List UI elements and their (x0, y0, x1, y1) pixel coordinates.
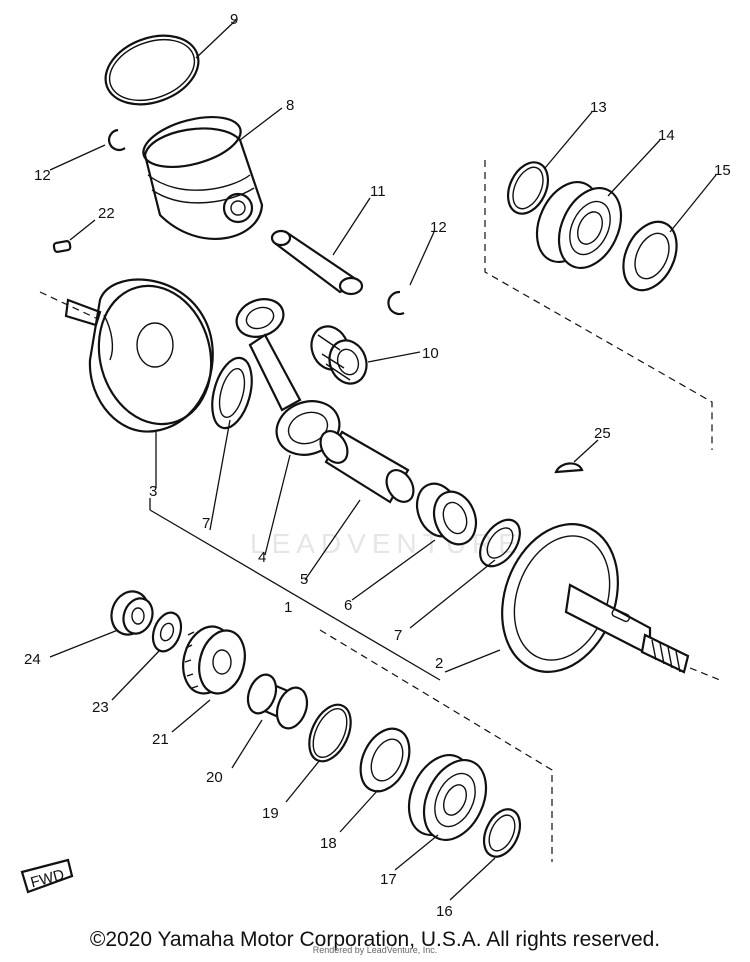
bearing-group-line-top (484, 160, 713, 450)
callout-13: 13 (590, 99, 607, 116)
callout-2: 2 (435, 655, 443, 672)
crank-axis-line (39, 291, 101, 321)
callout-23: 23 (92, 699, 109, 716)
shim-left (482, 808, 522, 858)
callout-4: 4 (258, 549, 266, 566)
crank-right (501, 523, 690, 674)
callout-22: 22 (98, 205, 115, 222)
thrust-washer-left (211, 356, 253, 430)
thrust-washer-right (479, 518, 521, 568)
callout-7-left: 7 (202, 515, 210, 532)
callout-16: 16 (436, 903, 453, 920)
callout-8: 8 (286, 97, 294, 114)
locating-pin (52, 240, 72, 253)
callout-7-right: 7 (394, 627, 402, 644)
rendered-by-note: Rendered by LeadVenture, Inc. (312, 945, 438, 955)
primary-drive-gear (182, 625, 246, 695)
fwd-arrow: FWD (20, 858, 74, 894)
callout-3: 3 (149, 483, 157, 500)
callout-17: 17 (380, 871, 397, 888)
assembly-bracket (149, 509, 441, 681)
oil-seal-right (622, 220, 678, 292)
copyright-footer: ©2020 Yamaha Motor Corporation, U.S.A. A… (89, 928, 661, 951)
callout-24: 24 (24, 651, 41, 668)
main-bearing-right (535, 181, 623, 269)
piston-pin-clip-right (387, 290, 405, 316)
callout-21: 21 (152, 731, 169, 748)
callout-6: 6 (344, 597, 352, 614)
callout-25: 25 (594, 425, 611, 442)
callout-15: 15 (714, 162, 731, 179)
piston-pin-clip (108, 128, 126, 151)
callout-19: 19 (262, 805, 279, 822)
crank-left (64, 278, 214, 433)
callout-5: 5 (300, 571, 308, 588)
callout-20: 20 (206, 769, 223, 786)
callout-1: 1 (284, 599, 292, 616)
small-end-bearing (310, 325, 368, 385)
main-bearing-left (407, 754, 488, 841)
callout-11: 11 (370, 183, 386, 200)
callout-12-right: 12 (430, 219, 447, 236)
callout-12-left: 12 (34, 167, 51, 184)
crank-pin (319, 430, 415, 504)
connecting-rod (235, 298, 341, 456)
piston-ring (104, 34, 200, 106)
callout-10: 10 (422, 345, 439, 362)
callout-14: 14 (658, 127, 675, 144)
callout-18: 18 (320, 835, 337, 852)
oil-seal-left (359, 727, 411, 793)
shim (506, 161, 550, 215)
nut (110, 590, 154, 636)
o-ring (308, 703, 352, 763)
woodruff-key (554, 462, 584, 474)
bearing-group-line-bottom (319, 629, 553, 862)
piston-pin (270, 229, 364, 296)
big-end-bearing (415, 482, 478, 546)
leader-lines (49, 19, 717, 901)
piston (142, 116, 264, 240)
crank-axis-line-right (689, 667, 721, 681)
washer (151, 611, 183, 653)
callout-9: 9 (230, 11, 238, 28)
spacer (246, 673, 309, 730)
